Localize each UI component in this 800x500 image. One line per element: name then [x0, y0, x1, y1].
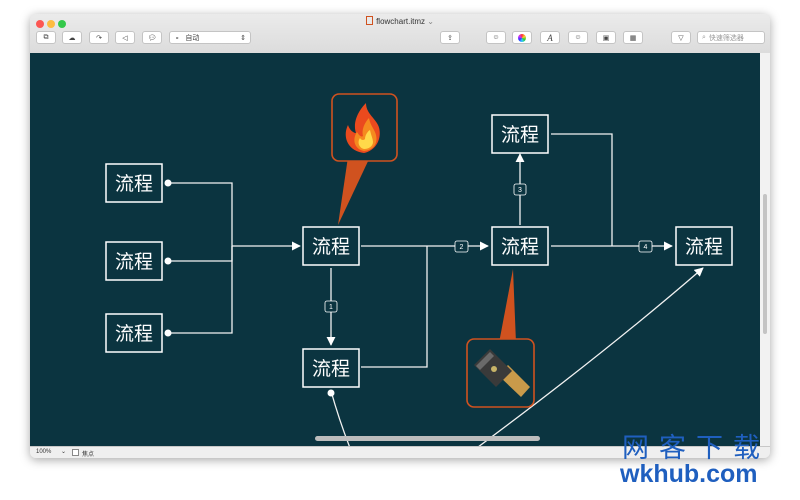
- minimize-window-button[interactable]: [47, 20, 55, 28]
- node-center[interactable]: 流程: [302, 226, 360, 266]
- topic-icon: ⧉: [43, 33, 49, 41]
- zoom-level[interactable]: 100%: [36, 449, 52, 455]
- node-center-bottom[interactable]: 流程: [302, 348, 360, 388]
- svg-text:流程: 流程: [115, 251, 153, 273]
- svg-text:流程: 流程: [501, 236, 539, 258]
- font-icon: A: [547, 32, 553, 43]
- relation-icon: ↷: [96, 34, 102, 42]
- font-button[interactable]: A: [540, 31, 560, 44]
- node-left-bottom[interactable]: 流程: [105, 313, 163, 353]
- document-icon: [366, 16, 374, 25]
- watermark: 网客下载 wkhub.com: [600, 424, 800, 500]
- watermark-line2: wkhub.com: [620, 460, 758, 488]
- flowchart-diagram: 流程 流程 流程 流程 流程 流程: [105, 93, 733, 454]
- node-right-center[interactable]: 流程: [491, 226, 549, 266]
- dot-center-bottom: [327, 389, 335, 397]
- window-title: flowchart.itmz ⌄: [30, 16, 770, 26]
- focus-checkbox[interactable]: [72, 449, 79, 456]
- connectors: [170, 133, 704, 454]
- hammer-callout-pointer: [499, 269, 516, 343]
- style-select[interactable]: ∘ 自动 ⇕: [169, 31, 251, 44]
- svg-text:4: 4: [644, 244, 648, 251]
- tag-icon: ◁: [122, 34, 128, 42]
- table-button[interactable]: ▦: [623, 31, 643, 44]
- edge-label-1[interactable]: 1: [324, 300, 338, 313]
- watermark-line1: 网客下载: [622, 433, 770, 464]
- emoji-icon: ☺: [574, 34, 582, 41]
- fire-callout[interactable]: [331, 93, 398, 162]
- app-window: flowchart.itmz ⌄ ⧉ ☁ ↷ ◁ 💬︎ ∘ 自动 ⇕ ⇪ ☺ A…: [30, 14, 770, 458]
- subtopic-button[interactable]: ☁: [62, 31, 82, 44]
- node-right-top[interactable]: 流程: [491, 114, 549, 154]
- zoom-window-button[interactable]: [58, 20, 66, 28]
- format-button[interactable]: ☺: [486, 31, 506, 44]
- edge-label-2[interactable]: 2: [454, 240, 469, 253]
- svg-text:流程: 流程: [685, 236, 723, 258]
- chevron-down-icon: ⌄: [424, 17, 434, 26]
- share-icon: ⇪: [447, 34, 453, 42]
- close-window-button[interactable]: [36, 20, 44, 28]
- hammer-icon: [474, 349, 530, 397]
- edge-label-3[interactable]: 3: [513, 183, 527, 196]
- curve-up-right: [469, 267, 704, 454]
- format-icon: ☺: [492, 34, 500, 41]
- filter-button[interactable]: ▽: [671, 31, 691, 44]
- emoji-button[interactable]: ☺: [568, 31, 588, 44]
- node-far-right[interactable]: 流程: [675, 226, 733, 266]
- node-left-middle[interactable]: 流程: [105, 241, 163, 281]
- node-left-top[interactable]: 流程: [105, 163, 163, 203]
- svg-text:流程: 流程: [312, 358, 350, 380]
- style-dot-icon: ∘: [175, 34, 180, 42]
- mindmap-canvas[interactable]: 流程 流程 流程 流程 流程 流程: [30, 53, 760, 454]
- callout-icon: 💬︎: [147, 34, 157, 42]
- color-icon: [518, 33, 526, 42]
- chevron-updown-icon: ⇕: [240, 34, 246, 42]
- connector-top-right: [551, 133, 613, 246]
- callout-button[interactable]: 💬︎: [142, 31, 162, 44]
- relation-button[interactable]: ↷: [89, 31, 109, 44]
- connection-dots: [164, 179, 335, 397]
- horizontal-scrollbar-thumb[interactable]: [315, 436, 540, 441]
- svg-text:流程: 流程: [312, 236, 350, 258]
- topic-button[interactable]: ⧉: [36, 31, 56, 44]
- vertical-scrollbar-thumb[interactable]: [763, 194, 767, 334]
- focus-label: 焦点: [82, 452, 95, 458]
- fire-callout-pointer: [338, 157, 370, 225]
- quick-filter-search[interactable]: ⌕ 快速筛选器: [697, 31, 765, 44]
- svg-text:流程: 流程: [501, 124, 539, 146]
- connector-left-bottom: [170, 246, 233, 334]
- color-button[interactable]: [512, 31, 532, 44]
- svg-text:流程: 流程: [115, 173, 153, 195]
- connector-bottom-up: [361, 246, 428, 368]
- svg-text:3: 3: [518, 187, 522, 194]
- hammer-callout[interactable]: [466, 338, 535, 408]
- connector-left-top: [170, 182, 233, 246]
- dot-left-bottom: [164, 329, 172, 337]
- zoom-chevron-icon[interactable]: ⌄: [61, 449, 67, 455]
- svg-text:1: 1: [329, 304, 333, 311]
- status-bar: 100% ⌄ 焦点: [30, 446, 770, 458]
- connector-left-middle: [170, 246, 233, 262]
- fire-icon: [345, 103, 380, 153]
- tag-button[interactable]: ◁: [115, 31, 135, 44]
- subtopic-icon: ☁: [68, 34, 76, 42]
- svg-text:流程: 流程: [115, 323, 153, 345]
- svg-text:2: 2: [460, 244, 464, 251]
- dot-left-top: [164, 179, 172, 187]
- share-button[interactable]: ⇪: [440, 31, 460, 44]
- filter-icon: ▽: [678, 34, 684, 42]
- image-button[interactable]: ▣: [596, 31, 616, 44]
- table-icon: ▦: [629, 34, 637, 42]
- image-icon: ▣: [602, 34, 610, 42]
- edge-label-4[interactable]: 4: [638, 240, 653, 253]
- dot-left-middle: [164, 257, 172, 265]
- search-icon: ⌕: [702, 33, 706, 41]
